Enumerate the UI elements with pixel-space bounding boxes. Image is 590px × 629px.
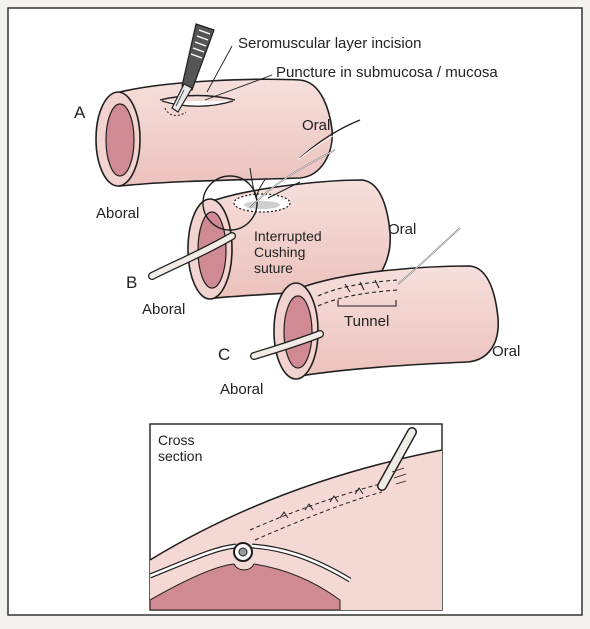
label-panel-a: A xyxy=(74,104,85,122)
label-oral-c: Oral xyxy=(492,344,520,360)
label-tunnel: Tunnel xyxy=(344,314,389,330)
intestine-c-lumen xyxy=(284,296,312,368)
label-oral-b: Oral xyxy=(388,222,416,238)
label-aboral-b: Aboral xyxy=(142,302,185,318)
label-aboral-c: Aboral xyxy=(220,382,263,398)
label-oral-a: Oral xyxy=(302,118,330,134)
label-suture: Interrupted Cushing suture xyxy=(254,228,322,276)
intestine-a xyxy=(96,79,332,186)
label-panel-b: B xyxy=(126,274,137,292)
label-panel-c: C xyxy=(218,346,230,364)
label-puncture: Puncture in submucosa / mucosa xyxy=(276,65,498,81)
label-cross-section: Cross section xyxy=(158,432,202,464)
label-aboral-a: Aboral xyxy=(96,206,139,222)
label-seromuscular: Seromuscular layer incision xyxy=(238,36,421,52)
intestine-a-lumen xyxy=(106,104,134,176)
